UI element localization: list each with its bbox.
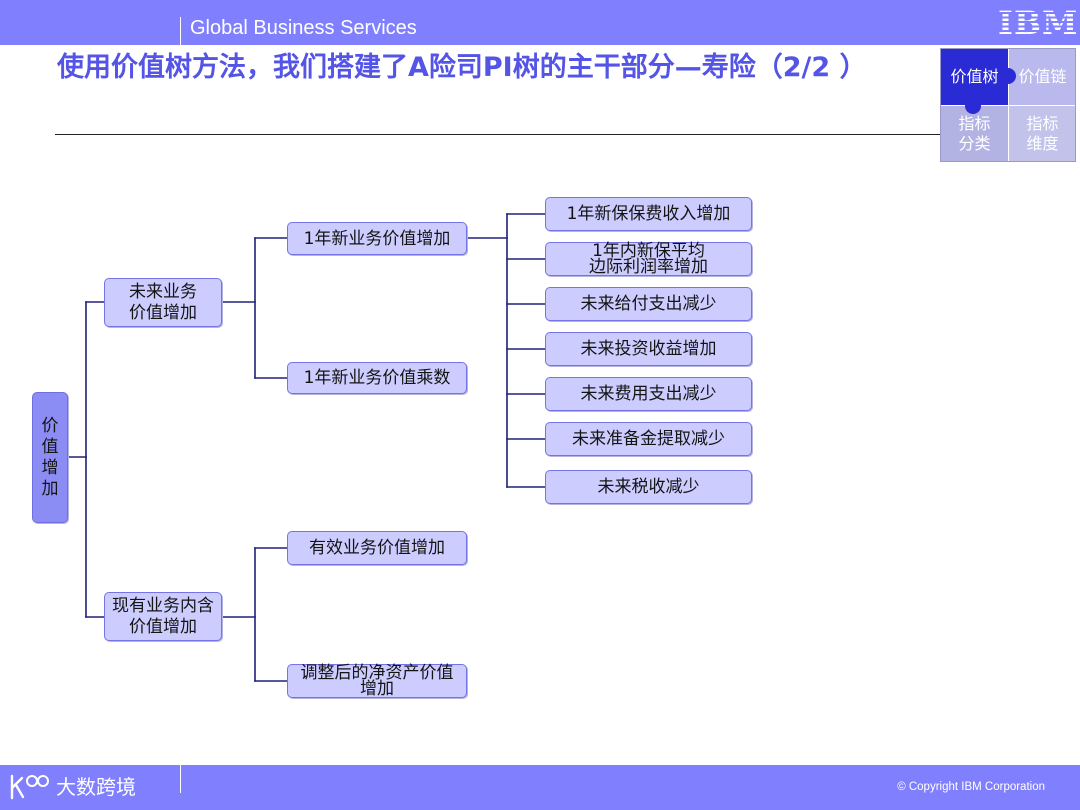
tree-node-driver: 未来费用支出减少 [545, 377, 752, 411]
watermark-logo-icon [10, 774, 49, 800]
header-separator [180, 17, 181, 45]
value-tree-puzzle-navigator: 价值树 价值链 指标分类 指标维度 [940, 48, 1076, 162]
node-label: 未来税收减少 [597, 477, 700, 497]
tree-node-new-business-value-increase: 1年新业务价值增加 [287, 222, 467, 255]
node-label: 1年新保保费收入增加 [566, 204, 731, 224]
header-title: Global Business Services [190, 17, 417, 39]
puzzle-knob-icon [1000, 68, 1016, 84]
puzzle-piece-indicator-category: 指标分类 [941, 106, 1008, 161]
watermark-text: 大数跨境 [56, 775, 136, 799]
tree-node-driver: 1年内新保平均边际利润率增加 [545, 242, 752, 276]
node-label: 未来费用支出减少 [580, 384, 717, 404]
node-label: 有效业务价值增加 [309, 538, 445, 558]
title-divider [55, 134, 940, 135]
watermark: 大数跨境 [8, 772, 136, 802]
puzzle-label-value-chain: 价值链 [1018, 67, 1067, 86]
footer-separator [180, 765, 181, 793]
puzzle-piece-value-tree: 价值树 [941, 49, 1008, 105]
tree-node-adjusted-net-asset-value-increase: 调整后的净资产价值增加 [287, 664, 467, 698]
puzzle-label-indicator-dimension: 指标维度 [1026, 114, 1059, 153]
copyright-text: © Copyright IBM Corporation [897, 781, 1045, 793]
tree-node-driver: 未来税收减少 [545, 470, 752, 504]
node-label: 调整后的净资产价值增加 [300, 663, 454, 699]
ibm-logo: IBM [998, 4, 1079, 42]
node-label: 1年新业务价值乘数 [303, 368, 451, 388]
puzzle-piece-value-chain: 价值链 [1009, 49, 1075, 105]
node-label: 未来准备金提取减少 [572, 429, 725, 449]
tree-node-driver: 未来投资收益增加 [545, 332, 752, 366]
puzzle-knob-icon [965, 98, 981, 114]
slide-title: 使用价值树方法，我们搭建了A险司PI树的主干部分—寿险（2/2 ） [57, 52, 867, 83]
puzzle-label-indicator-category: 指标分类 [958, 114, 991, 153]
tree-node-driver: 1年新保保费收入增加 [545, 197, 752, 231]
node-label: 1年新业务价值增加 [303, 228, 451, 249]
tree-root-node: 价值增加 [32, 392, 68, 523]
node-label: 价值增加 [41, 415, 59, 499]
tree-node-new-business-value-multiplier: 1年新业务价值乘数 [287, 362, 467, 394]
node-label: 1年内新保平均边际利润率增加 [589, 241, 708, 277]
tree-node-inforce-business-value-increase: 有效业务价值增加 [287, 531, 467, 565]
puzzle-label-value-tree: 价值树 [950, 67, 999, 86]
node-label: 现有业务内含价值增加 [112, 595, 214, 637]
tree-node-driver: 未来给付支出减少 [545, 287, 752, 321]
node-label: 未来业务价值增加 [129, 281, 197, 323]
tree-node-existing-business: 现有业务内含价值增加 [104, 592, 222, 641]
node-label: 未来投资收益增加 [580, 339, 717, 359]
tree-node-driver: 未来准备金提取减少 [545, 422, 752, 456]
puzzle-piece-indicator-dimension: 指标维度 [1009, 106, 1075, 161]
node-label: 未来给付支出减少 [580, 294, 717, 314]
tree-node-future-business: 未来业务价值增加 [104, 278, 222, 327]
